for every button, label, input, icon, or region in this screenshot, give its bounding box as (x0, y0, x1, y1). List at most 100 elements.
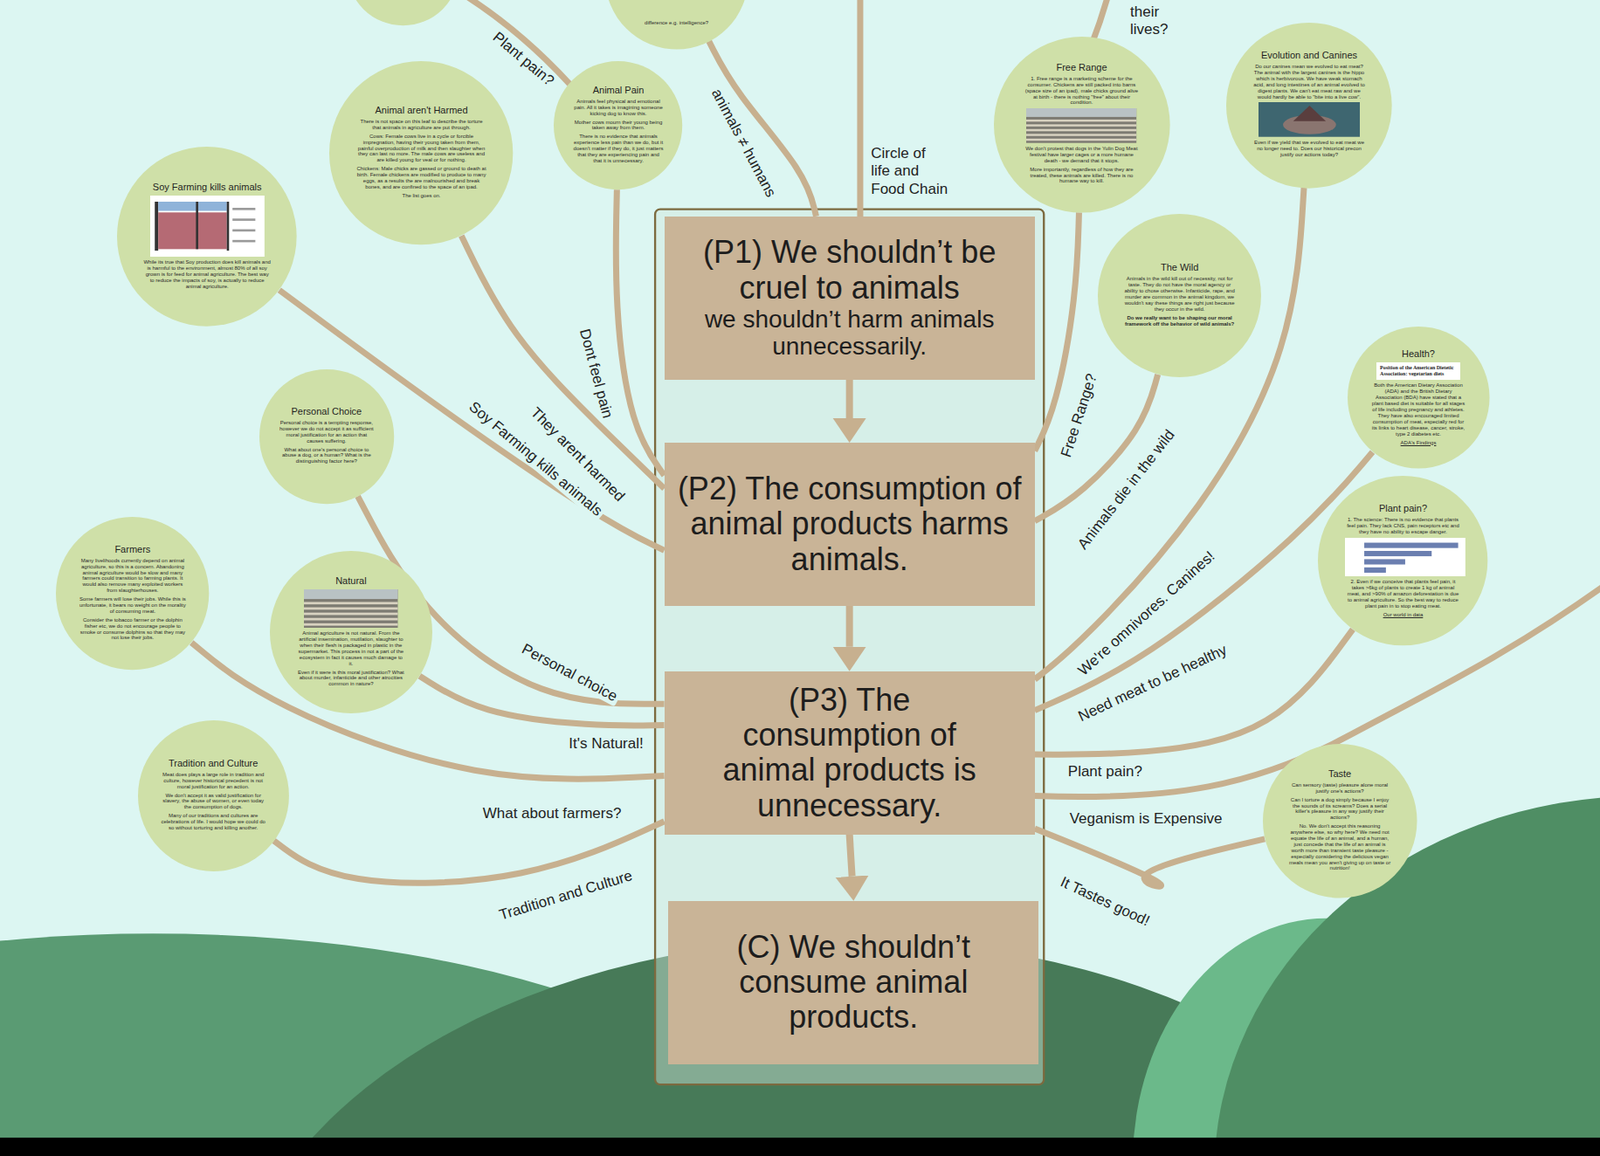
leaf-text: Do we really want to be shaping our mora… (1121, 315, 1238, 328)
premise-text: (P1) We shouldn’t be cruel to animals (675, 234, 1025, 306)
chart-bar (154, 201, 159, 251)
leaf-picture (1026, 108, 1137, 144)
chart-ground (1344, 537, 1466, 577)
leaf-shape (346, 0, 460, 26)
chart-bar (1364, 558, 1406, 565)
leaf-heading: Health? (1371, 348, 1466, 360)
argument-leaf: Animal PainAnimals feel physical and emo… (553, 61, 683, 190)
chart-key (232, 207, 256, 211)
leaf-shape (605, 0, 749, 49)
edge-label: Plant pain? (1065, 763, 1145, 781)
leaf-shape (55, 517, 209, 670)
connector (1034, 187, 1304, 680)
leaf-text: While its true that Soy production does … (143, 259, 271, 290)
leaf-heading: Farmers (78, 544, 187, 556)
chart-key (232, 228, 256, 232)
note-label: their lives? (1127, 3, 1186, 40)
argument-leaf: FarmersMany livelihoods currently depend… (55, 517, 209, 670)
leaf-text: Both the American Dietary Association (A… (1371, 382, 1466, 437)
leaf-text: Do our canines mean we evolved to eat me… (1251, 63, 1368, 100)
photo-ground (1026, 108, 1137, 144)
connector (1034, 374, 1159, 522)
leaf-heading: Animal Pain (572, 84, 665, 97)
argument-leaf: Tradition and CultureMeat does plays a l… (137, 720, 290, 872)
leaf-text: There is not space on this leaf to descr… (356, 118, 487, 132)
leaf-content: Plant pain? 1. The science: There is no e… (1344, 503, 1462, 621)
note-label: Circle of life and Food Chain (868, 144, 951, 199)
leaf-text: Can sensory (taste) pleasure alone moral… (1287, 782, 1392, 795)
premise-box: (P2) The consumption of animal products … (664, 442, 1035, 607)
argument-leaf: difference e.g. intelligence? (605, 0, 749, 49)
photo-row (1026, 134, 1137, 137)
leaf-text: More importantly, regardless of how they… (1023, 166, 1140, 186)
chart-flow (158, 212, 228, 249)
leaf-shape (1226, 22, 1393, 189)
photo-row (303, 601, 398, 605)
photo-row (303, 612, 398, 615)
connector (279, 289, 665, 551)
leaf-heading: Plant pain? (1344, 503, 1462, 515)
chart-ground (150, 195, 265, 257)
edge-label: It's Natural! (565, 735, 646, 753)
ground-bar (0, 1137, 1600, 1156)
argument-leaf: The WildAnimals in the wild kill out of … (1097, 213, 1262, 378)
edge-label: animals ≠ humans (705, 82, 781, 203)
argument-leaf: Evolution and CaninesDo our canines mean… (1226, 22, 1393, 189)
leaf-picture (150, 195, 265, 257)
leaf-content: NaturalAnimal agriculture is not natural… (297, 575, 406, 691)
leaf-text: Many livelihoods currently depend on ani… (78, 558, 187, 594)
photo-sky (1026, 108, 1137, 118)
leaf-shape (269, 551, 433, 714)
leaf-content: Soy Farming kills animalsWhile its true … (143, 181, 271, 293)
leaf-shape (993, 36, 1171, 214)
leaf-heading: The Wild (1121, 262, 1238, 274)
chart-bar (1364, 551, 1432, 557)
leaf-text: Animals feel physical and emotional pain… (572, 98, 665, 118)
connector (846, 379, 854, 419)
note-label: Veganism is Expensive (1067, 810, 1226, 828)
edge-label: Personal choice (516, 639, 623, 708)
leaf-content: Animal aren't HarmedThere is not space o… (356, 104, 487, 202)
leaf-shape (1097, 213, 1262, 378)
leaf-outline (1262, 744, 1417, 898)
note-label: Plant pain? (487, 27, 560, 92)
leaf-heading: Free Range (1023, 62, 1140, 74)
leaf-picture (1258, 102, 1361, 138)
leaf-heading: Soy Farming kills animals (143, 181, 271, 194)
connector (849, 834, 853, 877)
leaf-shape (259, 369, 394, 504)
premise-box: (P3) The consumption of animal products … (664, 671, 1035, 835)
leaf-text: Consider the tobacco farmer or the dolph… (78, 617, 187, 642)
leaf-text: Position of the American Dietetic Associ… (1376, 362, 1461, 380)
leaf-content: Free Range1. Free range is a marketing s… (1023, 62, 1140, 188)
chart-bar (1364, 542, 1459, 548)
argument-leaf: Health? Position of the American Dietetic… (1347, 326, 1490, 469)
leaf-text: Meat does plays a large role in traditio… (159, 772, 268, 791)
premise-text: (P2) The consumption of animal products … (675, 471, 1025, 578)
leaf-text: 1. The science: There is no evidence tha… (1344, 517, 1462, 536)
leaf-content: Health? Position of the American Dietetic… (1371, 348, 1466, 448)
leaf-text: Even if it were is this moral justificat… (297, 669, 406, 689)
leaf-text: Even if we yield that we evolved to eat … (1251, 139, 1368, 159)
leader-line (1091, 0, 1109, 44)
leaf-text: Animal agriculture is not natural. From … (297, 630, 406, 667)
edge-label: Tradition and Culture (495, 866, 638, 925)
photo-row (1026, 129, 1137, 132)
leaf-text: There is no evidence that animals experi… (572, 133, 665, 164)
argument-leaf: Personal ChoicePersonal choice is a temp… (259, 369, 394, 504)
leaf-text: Cows: Female cows live in a cycle or for… (356, 133, 487, 164)
leaf-picture (303, 589, 398, 628)
argument-leaf: Animal aren't HarmedThere is not space o… (329, 61, 513, 245)
photo-row (303, 606, 398, 610)
edge-label: What about farmers? (480, 805, 625, 823)
leaf-text: Personal choice is a tempting response, … (278, 420, 374, 445)
conclusion-box: (C) We shouldn’t consume animal products… (668, 901, 1039, 1065)
leaf-text: The list goes on. (356, 193, 487, 200)
leaf-text: Can I torture a dog simply because I enj… (1287, 797, 1392, 822)
edge-label: It Tastes good! (1055, 872, 1155, 932)
photo-water (1258, 102, 1361, 138)
leaf-content: The WildAnimals in the wild kill out of … (1121, 262, 1238, 330)
edge-label: Animals die in the wild (1072, 424, 1180, 556)
argument-leaf: Free Range1. Free range is a marketing s… (993, 36, 1171, 214)
leaf-shape (137, 720, 290, 872)
